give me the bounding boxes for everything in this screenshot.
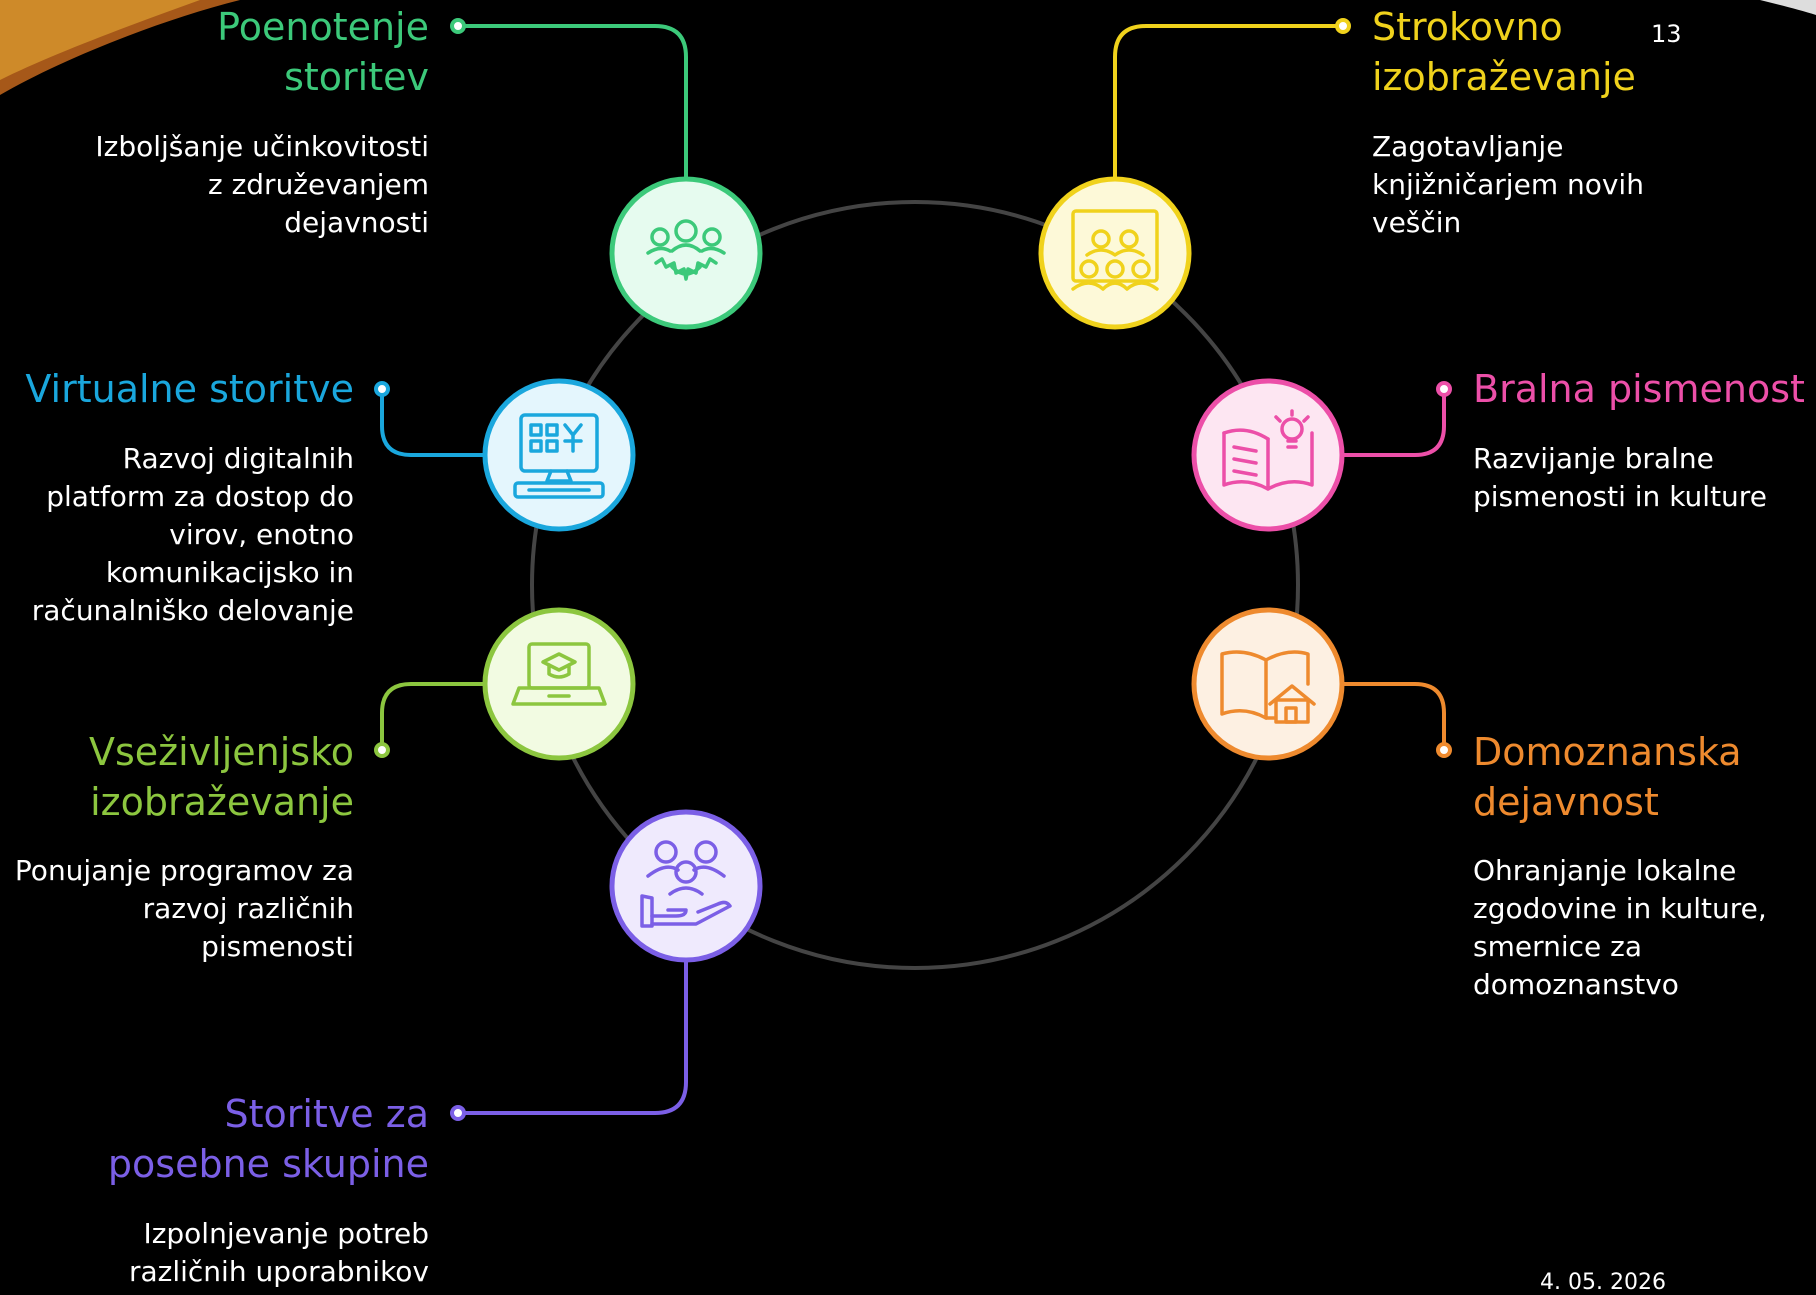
desc-domoznanska: Ohranjanje lokalne zgodovine in kulture,… [1473, 854, 1767, 1001]
page-number: 13 [1651, 20, 1682, 48]
node-domoznanska [1191, 607, 1345, 761]
desc-vsezivljenjsko: Ponujanje programov za razvoj različnih … [14, 854, 354, 963]
central-ring [530, 200, 1300, 970]
connector-virtualne [380, 389, 483, 457]
title-bralna: Bralna pismenost [1473, 367, 1805, 411]
team-gear-icon [646, 219, 726, 281]
connector-dot-vsezivljenjsko [374, 742, 390, 758]
connector-dot-poenotenje [450, 18, 466, 34]
node-virtualne [482, 378, 636, 532]
node-posebne [609, 809, 763, 963]
connector-vsezivljenjsko [380, 682, 483, 750]
connector-dot-posebne [450, 1105, 466, 1121]
node-poenotenje [609, 176, 763, 330]
desc-bralna: Razvijanje bralne pismenosti in kulture [1473, 442, 1767, 513]
connector-domoznanska [1344, 682, 1446, 750]
connector-dot-bralna [1436, 381, 1452, 397]
corner-swoosh-right [1760, 0, 1816, 15]
desc-poenotenje: Izboljšanje učinkovitosti z združevanjem… [95, 130, 429, 239]
desc-virtualne: Razvoj digitalnih platform za dostop do … [31, 442, 354, 627]
title-virtualne: Virtualne storitve [25, 367, 354, 411]
slide-date: 4. 05. 2026 [1540, 1270, 1666, 1295]
connector-bralna [1344, 389, 1446, 457]
title-vsezivljenjsko: Vseživljenjsko izobraževanje [89, 730, 354, 824]
connector-dot-strokovno [1335, 18, 1351, 34]
connector-poenotenje [458, 24, 688, 178]
title-posebne: Storitve za posebne skupine [107, 1092, 429, 1186]
computer-icon [513, 413, 605, 499]
people-hand-icon [640, 840, 732, 928]
classroom-icon [1071, 209, 1159, 291]
node-bralna [1191, 378, 1345, 532]
desc-posebne: Izpolnjevanje potreb različnih uporabnik… [128, 1217, 429, 1288]
node-vsezivljenjsko [482, 607, 636, 761]
book-house-icon [1220, 650, 1316, 724]
title-strokovno: Strokovno izobraževanje [1372, 5, 1636, 99]
book-lightbulb-icon [1222, 409, 1314, 491]
connector-dot-virtualne [374, 381, 390, 397]
title-poenotenje: Poenotenje storitev [217, 5, 429, 99]
connector-posebne [458, 962, 688, 1115]
connector-dot-domoznanska [1436, 742, 1452, 758]
title-domoznanska: Domoznanska dejavnost [1473, 730, 1742, 824]
desc-strokovno: Zagotavljanje knjižničarjem novih veščin [1372, 130, 1644, 239]
node-strokovno [1038, 176, 1192, 330]
connector-strokovno [1113, 24, 1343, 178]
laptop-graduation-icon [511, 642, 607, 706]
